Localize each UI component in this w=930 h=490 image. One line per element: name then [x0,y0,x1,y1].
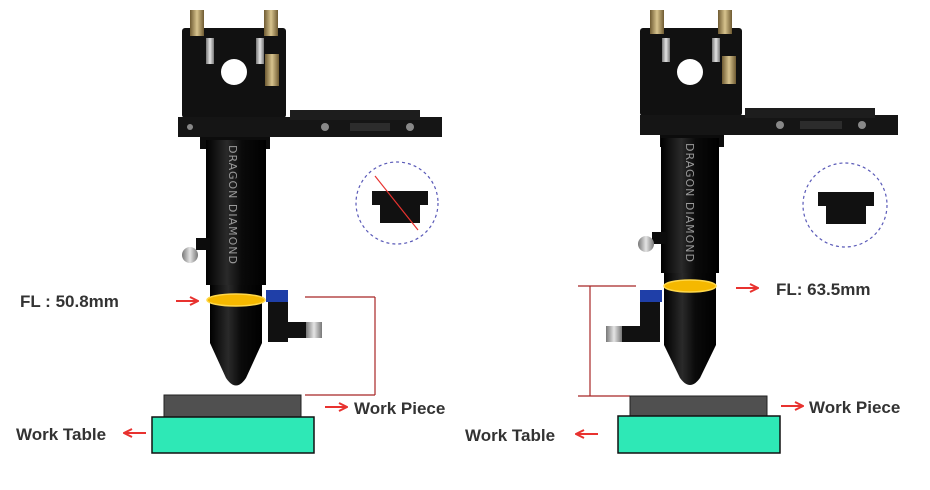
left-spring [256,38,264,64]
left-work-piece-label: Work Piece [354,399,445,418]
left-bracket [178,117,442,137]
left-mirror-aperture [221,59,247,85]
right-focus-tube [661,138,719,273]
left-focus-lens [206,293,266,307]
right-work-piece-label: Work Piece [809,398,900,417]
left-thumbscrew [182,247,198,263]
left-air-fitting [266,290,322,342]
right-bracket [640,115,898,135]
right-brass-screws [650,10,736,84]
right-air-fitting [606,290,662,342]
left-brand-text: DRAGON DIAMOND [226,145,239,265]
left-nozzle [210,343,262,386]
right-spring [662,38,670,62]
left-work-piece [163,394,302,418]
left-lens-holder-inset [355,161,439,245]
right-focal-bracket [578,285,636,397]
right-work-table-label: Work Table [465,426,555,445]
right-work-piece [629,395,768,417]
right-work-table [617,415,781,454]
left-laser-head: DRAGON DIAMOND [178,10,442,386]
left-focus-tube [206,140,266,285]
left-fl-label: FL : 50.8mm [20,292,119,311]
left-brass-screws [190,10,279,86]
right-focus-lens [663,279,717,293]
right-nozzle [664,345,716,385]
right-laser-head: DRAGON DIAMOND [606,10,898,385]
right-thumbscrew [638,236,654,252]
right-mirror-aperture [677,59,703,85]
left-work-table [151,416,315,454]
right-fl-label: FL: 63.5mm [776,280,870,299]
left-focal-bracket [305,296,376,396]
right-spring [712,38,720,62]
left-work-table-label: Work Table [16,425,106,444]
right-lens-holder-inset [802,162,888,248]
left-spring [206,38,214,64]
right-brand-text: DRAGON DIAMOND [683,143,696,263]
